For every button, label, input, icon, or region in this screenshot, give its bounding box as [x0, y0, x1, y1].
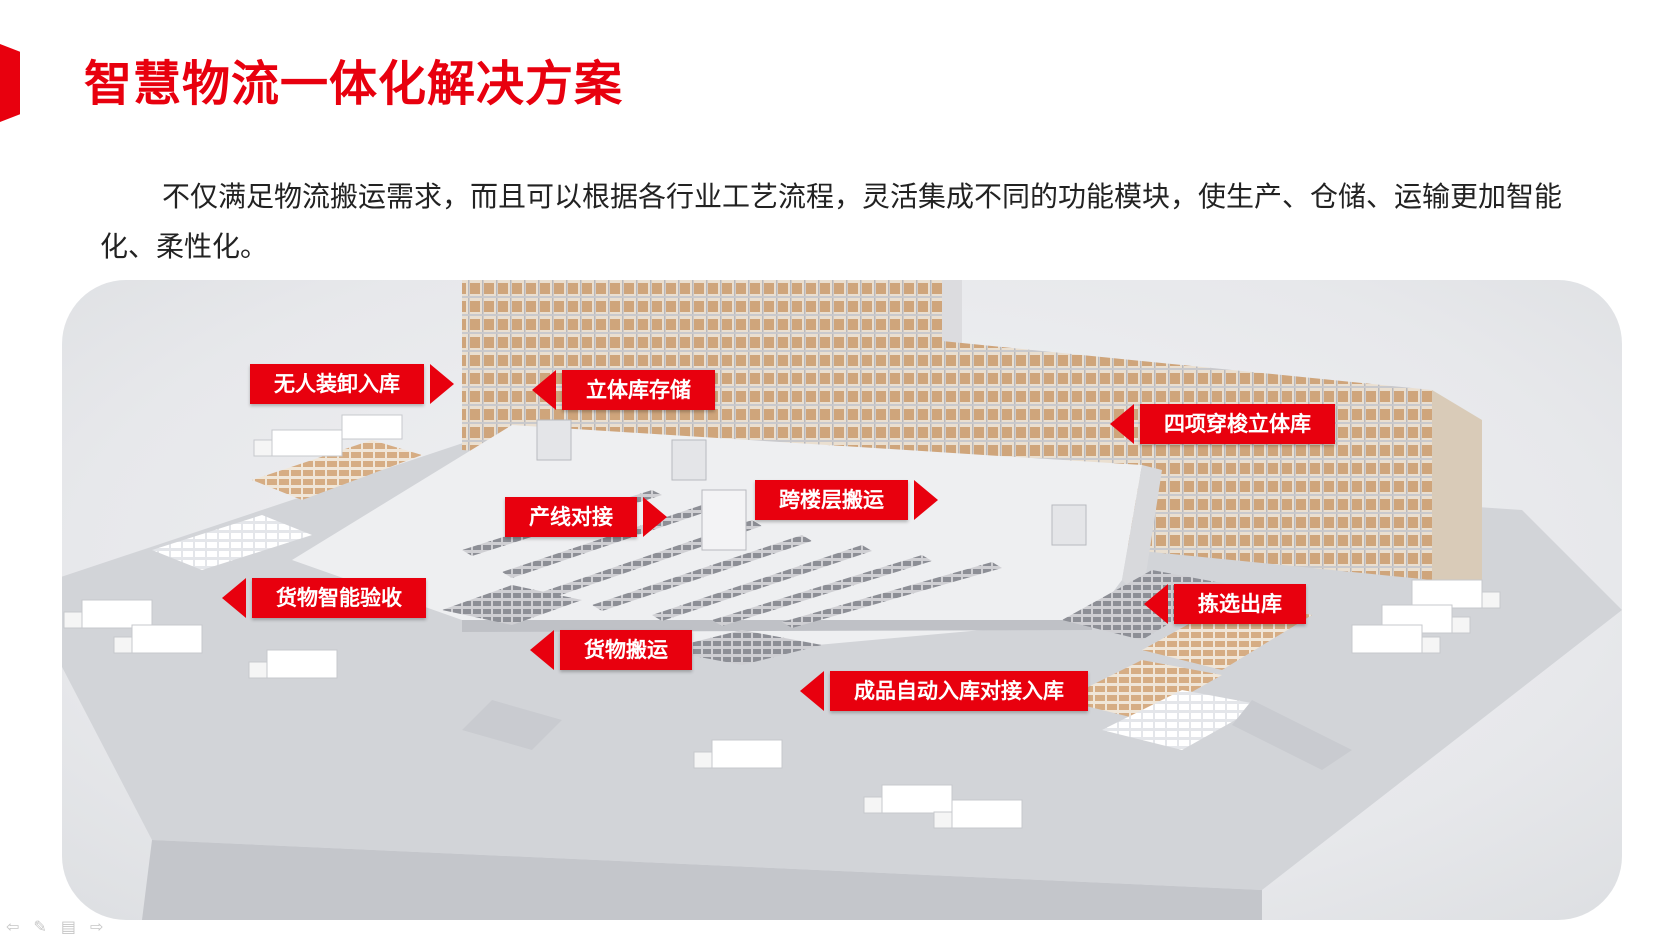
- description-text: 不仅满足物流搬运需求，而且可以根据各行业工艺流程，灵活集成不同的功能模块，使生产…: [100, 180, 1563, 263]
- arrow-right-icon[interactable]: ⇨: [89, 917, 104, 936]
- arrow-left-icon[interactable]: ⇦: [6, 917, 20, 936]
- menu-icon[interactable]: ▤: [60, 917, 76, 936]
- label-cross-floor: 跨楼层搬运: [755, 480, 938, 520]
- label-goods-inspection: 货物智能验收: [222, 578, 426, 618]
- pen-icon[interactable]: ✎: [33, 917, 47, 936]
- label-unmanned-loading: 无人装卸入库: [250, 364, 454, 404]
- label-line-docking: 产线对接: [505, 497, 667, 537]
- title-accent-bar: [0, 44, 20, 122]
- label-stereo-storage: 立体库存储: [532, 370, 715, 410]
- trucks: [63, 414, 1501, 829]
- slideshow-controls: ⇦ ✎ ▤ ⇨: [6, 918, 103, 936]
- label-finished-inbound: 成品自动入库对接入库: [800, 671, 1088, 711]
- label-four-way-shuttle: 四项穿梭立体库: [1110, 404, 1335, 444]
- label-picking-outbound: 拣选出库: [1144, 584, 1306, 624]
- page-title: 智慧物流一体化解决方案: [84, 56, 624, 112]
- label-goods-handling: 货物搬运: [530, 630, 692, 670]
